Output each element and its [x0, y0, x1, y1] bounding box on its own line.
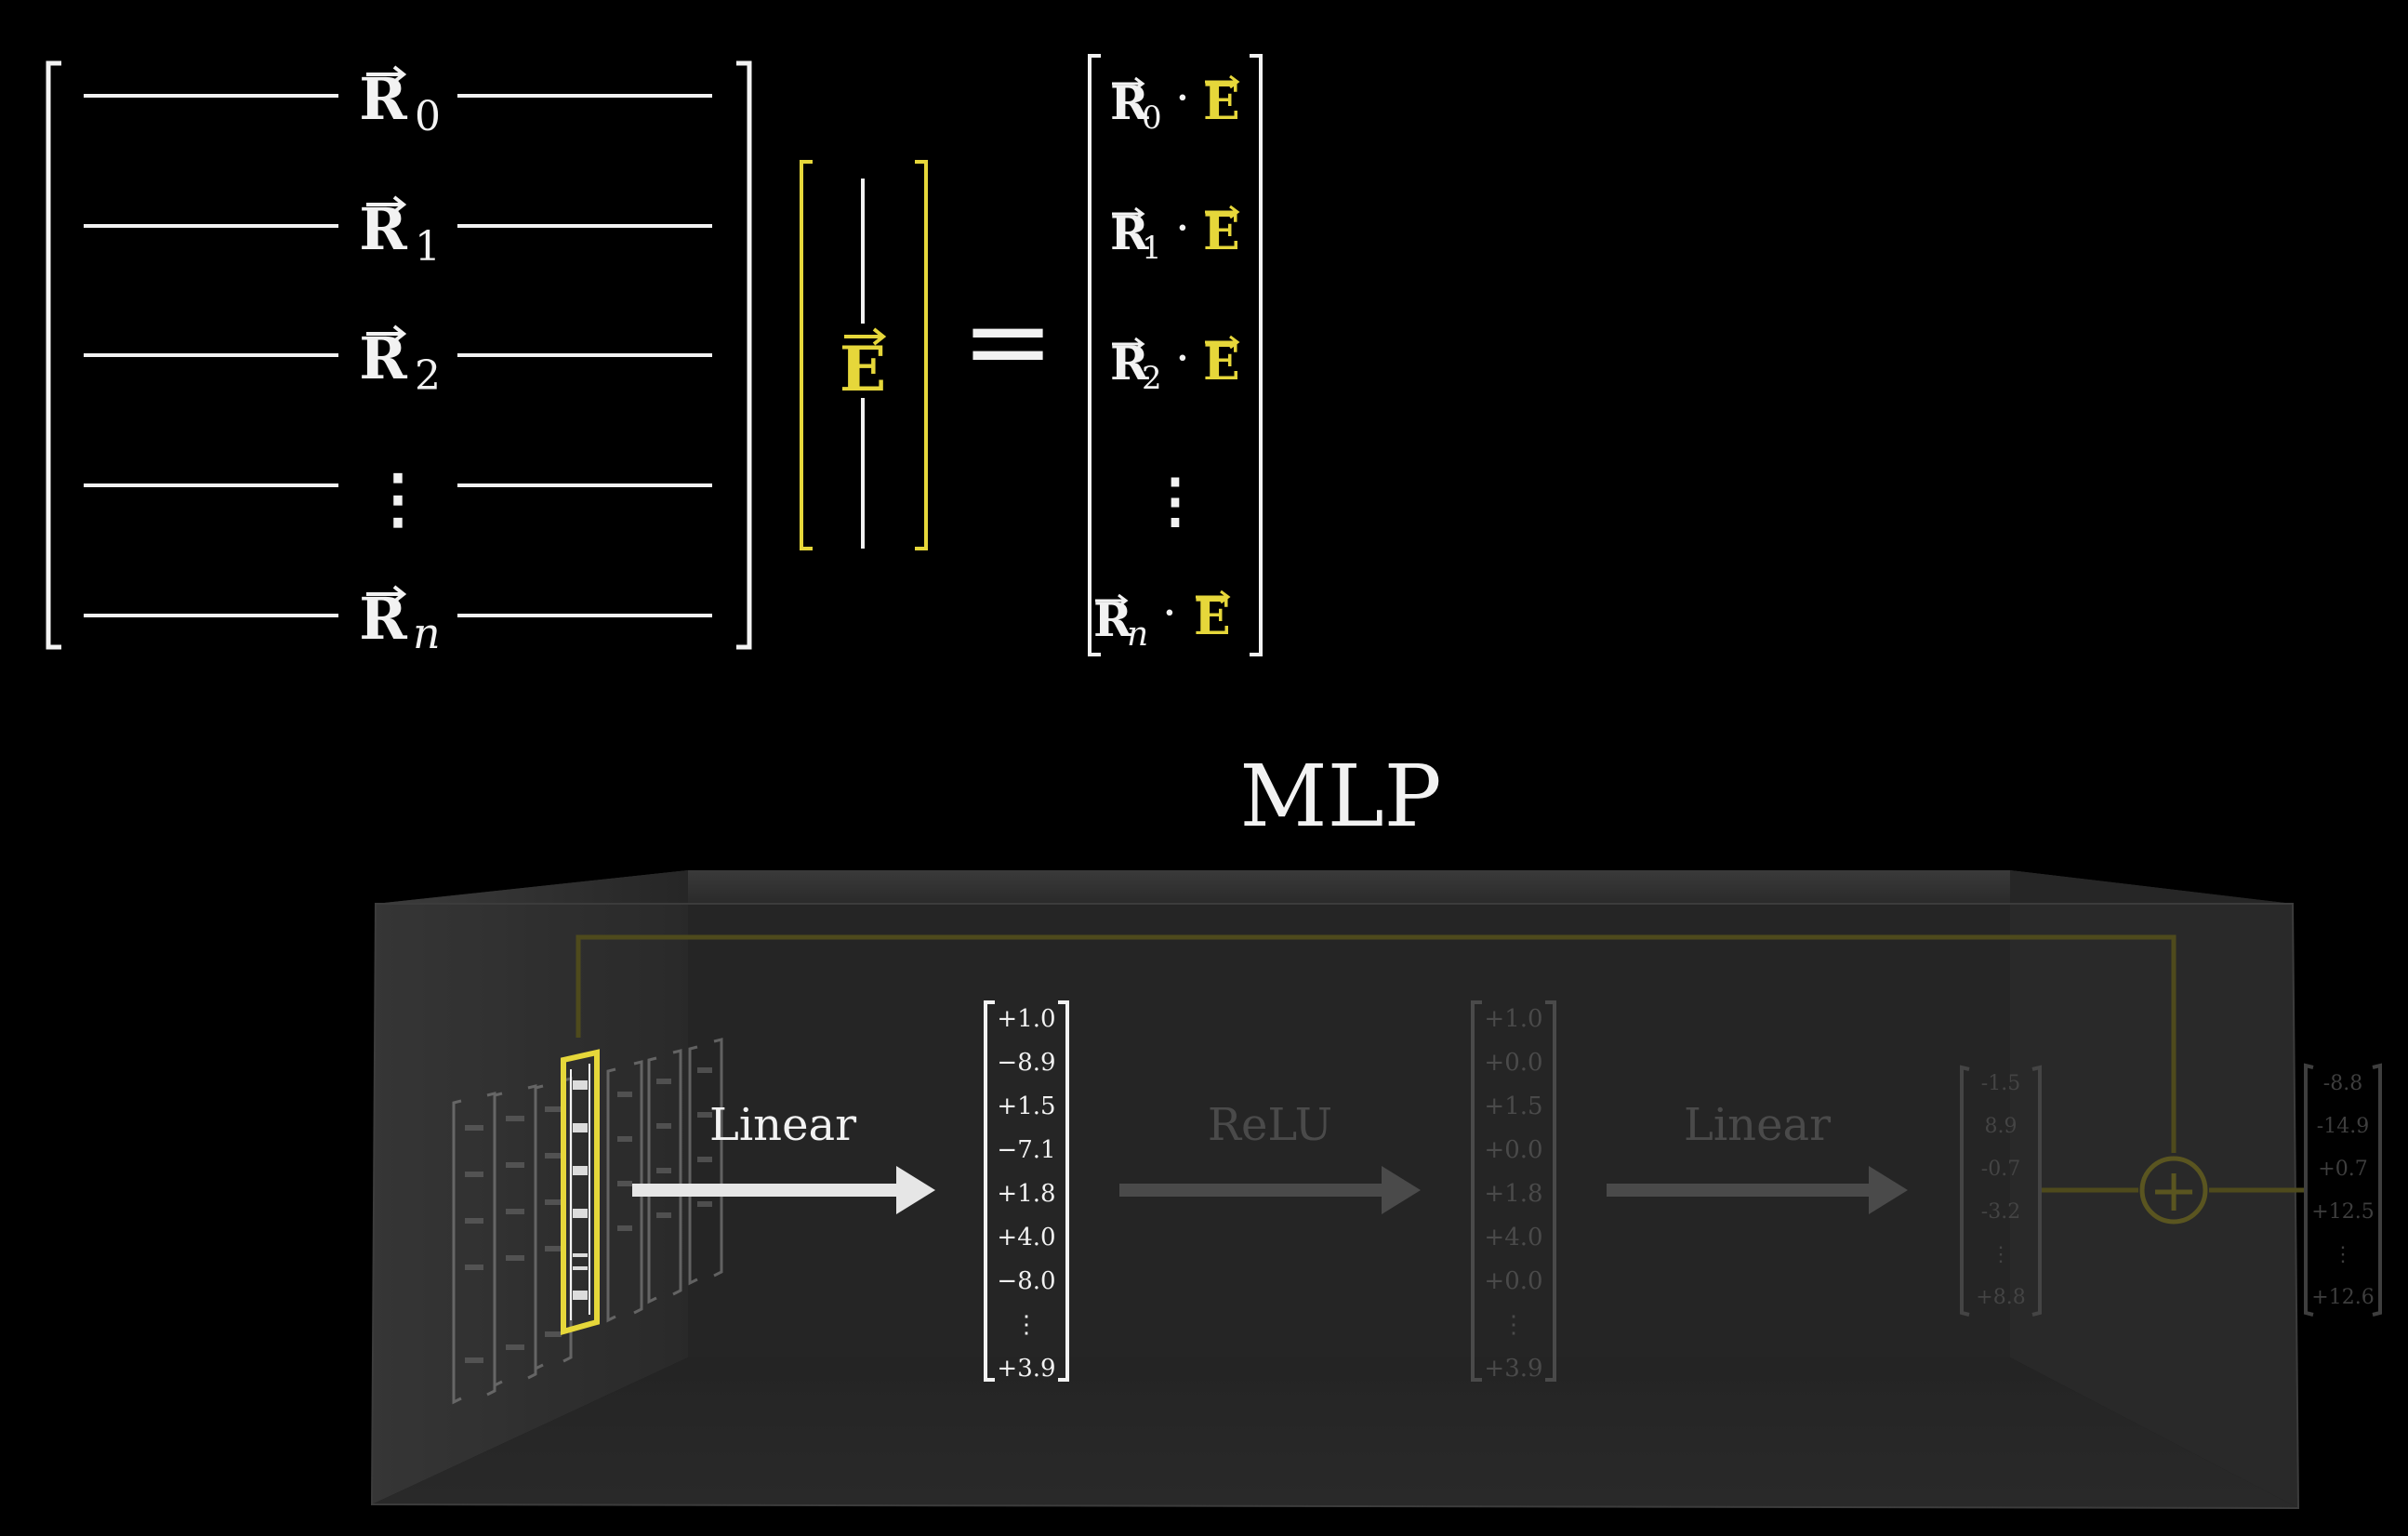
row-vector-subscript: 0	[415, 93, 441, 140]
svg-text:·: ·	[1162, 586, 1177, 640]
vector-entry: +0.0	[1484, 1136, 1542, 1164]
residual-connection-line	[576, 934, 2176, 1153]
stacked-vector	[647, 1049, 682, 1304]
vector-entry: -8.8	[2323, 1072, 2362, 1095]
vector-entries: -8.8 -14.9 +0.7 +12.5 ⋮ +12.6	[2311, 1072, 2374, 1309]
result-vector: R 0 · E R 1 · E R 2 · E	[1088, 54, 1263, 656]
vector-arrow-icon	[1205, 205, 1240, 219]
input-vector-e: E	[800, 160, 928, 550]
vector-entries: +1.0 +0.0 +1.5 +0.0 +1.8 +4.0 +0.0 ⋮ +3.9	[1484, 1005, 1542, 1383]
vector-entry: +12.6	[2311, 1286, 2374, 1309]
vector-entry: +3.9	[1484, 1355, 1542, 1383]
matrix-row: ⋮	[84, 459, 712, 536]
vector-entry: 8.9	[1985, 1115, 2018, 1138]
vector-entries: +1.0 −8.9 +1.5 −7.1 +1.8 +4.0 −8.0 ⋮ +3.9	[997, 1005, 1055, 1383]
vector-entry: -1.5	[1981, 1072, 2020, 1095]
matrix-right-bracket	[736, 60, 752, 650]
vector-entry: +1.8	[1484, 1180, 1542, 1208]
vector-entry: +1.0	[997, 1005, 1055, 1033]
vector-arrow-icon	[366, 195, 407, 214]
matrix-row: R 2	[84, 324, 712, 400]
linear-label: Linear	[709, 1099, 856, 1151]
mlp-title: MLP	[1239, 747, 1441, 846]
relu-label: ReLU	[1208, 1099, 1332, 1151]
arrow-icon	[1119, 1166, 1421, 1214]
vector-entry: -14.9	[2317, 1115, 2369, 1138]
result-entry: R 0 · E	[1110, 71, 1240, 137]
vector-entry: +0.0	[1484, 1049, 1542, 1077]
matrix-equation: R 0 R 1 R 2 ⋮ R n	[46, 54, 1263, 658]
vector-entry: ⋮	[1991, 1243, 2011, 1266]
vector-arrow-icon	[366, 324, 407, 343]
vector-entry: +0.0	[1484, 1267, 1542, 1295]
vector-arrow-icon	[1196, 589, 1231, 604]
vector-entry: ⋮	[1014, 1311, 1039, 1339]
vector-entry: −8.9	[997, 1049, 1055, 1077]
vector-arrow-icon	[844, 327, 887, 346]
svg-text:·: ·	[1175, 71, 1190, 125]
vector-entry: +4.0	[1484, 1224, 1542, 1251]
arrow-icon	[632, 1166, 935, 1214]
vector-entry: -0.7	[1981, 1158, 2020, 1181]
vector-entry: +3.9	[997, 1355, 1055, 1383]
add-symbol: +	[2149, 1157, 2199, 1225]
vector-arrow-icon	[1112, 206, 1145, 221]
vector-entry: +12.5	[2311, 1200, 2374, 1224]
matrix-row: R n	[84, 585, 712, 658]
vector-arrow-icon	[1205, 74, 1240, 89]
vector-arrow-icon	[1112, 337, 1145, 351]
svg-text:n: n	[1127, 616, 1148, 654]
highlighted-input-vector	[561, 1049, 600, 1335]
row-vector-subscript: 2	[415, 352, 441, 400]
vector-entry: +1.0	[1484, 1005, 1542, 1033]
vector-entry: +1.5	[997, 1092, 1055, 1120]
matrix-row: R 0	[84, 65, 712, 140]
vector-entries: -1.5 8.9 -0.7 -3.2 ⋮ +8.8	[1976, 1072, 2025, 1309]
mlp-box	[370, 870, 2300, 1510]
vector-entry: ⋮	[1502, 1311, 1526, 1339]
vector-arrow-icon	[1095, 593, 1129, 608]
vector-entry: +4.0	[997, 1224, 1055, 1251]
stacked-vector	[688, 1038, 723, 1286]
vector-entry: -3.2	[1981, 1200, 2020, 1224]
result-entry: ⋮	[1145, 466, 1205, 536]
result-entry: R n · E	[1093, 586, 1231, 654]
vector-entry: −8.0	[997, 1267, 1055, 1295]
vector-entry: +1.8	[997, 1180, 1055, 1208]
svg-text:1: 1	[1142, 230, 1162, 267]
hidden-vector: +1.0 −8.9 +1.5 −7.1 +1.8 +4.0 −8.0 ⋮ +3.9	[984, 1000, 1069, 1383]
vertical-ellipsis: ⋮	[1145, 466, 1205, 536]
row-vector-subscript: n	[413, 608, 441, 658]
vector-entry: ⋮	[2333, 1243, 2353, 1266]
result-entry: R 1 · E	[1110, 201, 1240, 267]
vector-entry: +0.7	[2318, 1158, 2367, 1181]
relu-vector: +1.0 +0.0 +1.5 +0.0 +1.8 +4.0 +0.0 ⋮ +3.9	[1471, 1000, 1556, 1383]
vector-arrow-icon	[366, 585, 407, 603]
svg-text:2: 2	[1142, 360, 1162, 397]
vector-arrow-icon	[1205, 335, 1240, 350]
equals-sign: =	[961, 277, 1055, 406]
vector-entry: +8.8	[1976, 1286, 2025, 1309]
svg-text:·: ·	[1175, 201, 1190, 255]
svg-text:·: ·	[1175, 331, 1190, 385]
row-vector-subscript: 1	[415, 223, 441, 271]
output-vector: -1.5 8.9 -0.7 -3.2 ⋮ +8.8	[1960, 1065, 2042, 1317]
vector-entry: −7.1	[997, 1136, 1055, 1164]
matrix-row: R 1	[84, 195, 712, 271]
vector-arrow-icon	[366, 65, 407, 84]
vector-entry: +1.5	[1484, 1092, 1542, 1120]
arrow-icon	[1607, 1166, 1908, 1214]
result-entry: R 2 · E	[1110, 331, 1240, 397]
linear-label: Linear	[1684, 1099, 1831, 1151]
vertical-ellipsis: ⋮	[365, 459, 430, 536]
residual-output-vector: -8.8 -14.9 +0.7 +12.5 ⋮ +12.6	[2304, 1063, 2382, 1317]
svg-text:0: 0	[1142, 99, 1162, 137]
vector-arrow-icon	[1112, 76, 1145, 91]
add-circle-icon	[2139, 1156, 2208, 1225]
input-vector-label: E	[840, 333, 886, 405]
matrix-left-bracket	[46, 60, 61, 650]
